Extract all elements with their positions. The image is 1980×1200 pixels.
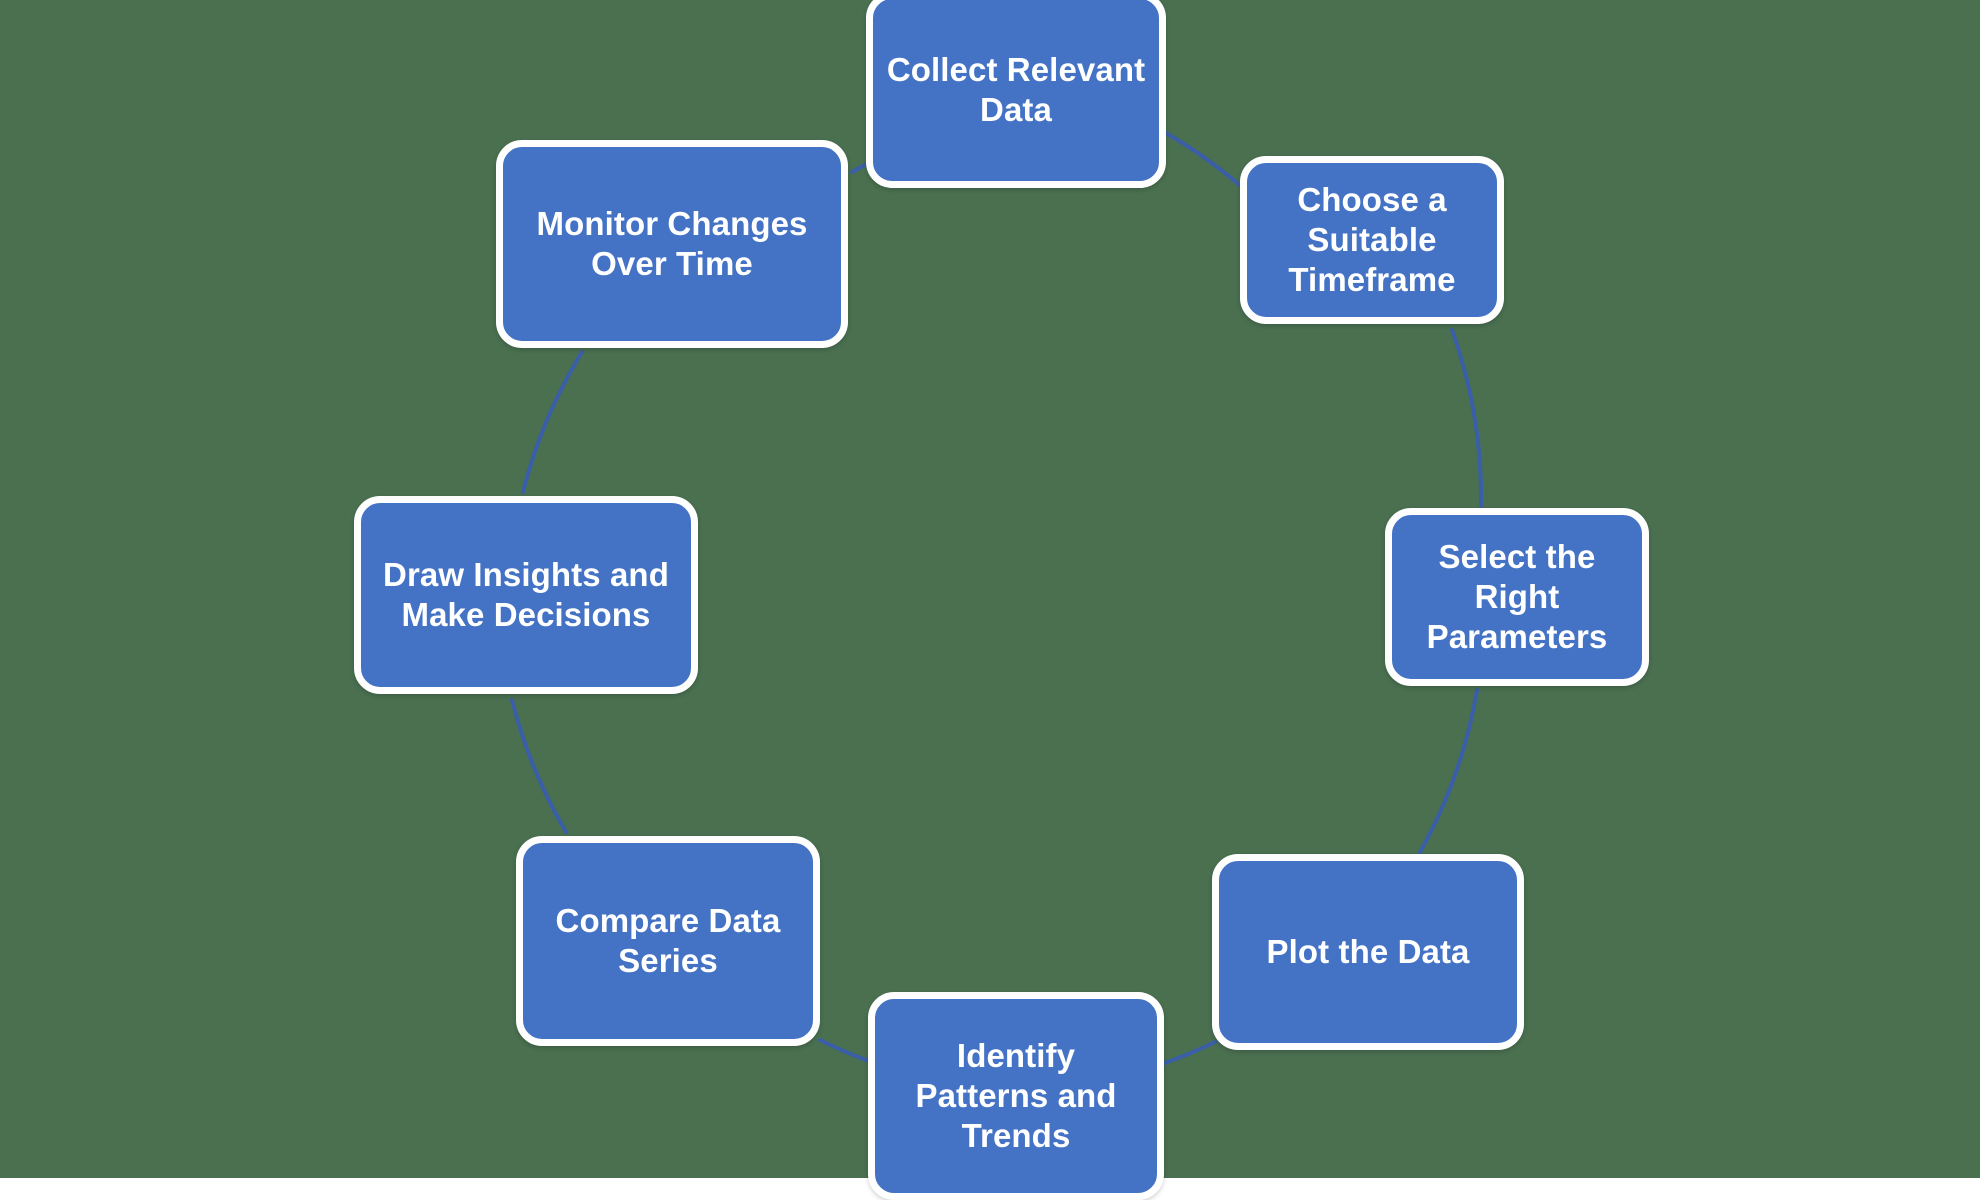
connector-compare-to-draw xyxy=(510,698,568,834)
step-label: Identify Patterns and Trends xyxy=(915,1036,1117,1155)
connector-draw-to-monitor xyxy=(521,350,584,494)
step-label: Monitor Changes Over Time xyxy=(536,204,808,282)
step-collect-relevant-data[interactable]: Collect Relevant Data xyxy=(866,0,1166,188)
step-monitor-changes-over-time[interactable]: Monitor Changes Over Time xyxy=(496,140,848,348)
connector-plot-to-identify xyxy=(1160,1040,1217,1066)
step-label: Select the Right Parameters xyxy=(1426,537,1608,656)
step-label: Compare Data Series xyxy=(555,901,781,979)
step-label: Plot the Data xyxy=(1266,932,1470,970)
step-choose-a-suitable-timeframe[interactable]: Choose a Suitable Timeframe xyxy=(1240,156,1504,324)
connector-identify-to-compare xyxy=(818,1038,868,1062)
step-label: Collect Relevant Data xyxy=(886,50,1146,128)
step-select-the-right-parameters[interactable]: Select the Right Parameters xyxy=(1385,508,1649,686)
step-draw-insights-and-make-decisions[interactable]: Draw Insights and Make Decisions xyxy=(354,496,698,694)
step-label: Choose a Suitable Timeframe xyxy=(1288,180,1456,299)
step-label: Draw Insights and Make Decisions xyxy=(383,555,669,633)
step-plot-the-data[interactable]: Plot the Data xyxy=(1212,854,1524,1050)
step-compare-data-series[interactable]: Compare Data Series xyxy=(516,836,820,1046)
step-identify-patterns-and-trends[interactable]: Identify Patterns and Trends xyxy=(868,992,1164,1200)
connector-select-to-plot xyxy=(1418,688,1479,854)
connector-choose-to-select xyxy=(1450,328,1484,508)
